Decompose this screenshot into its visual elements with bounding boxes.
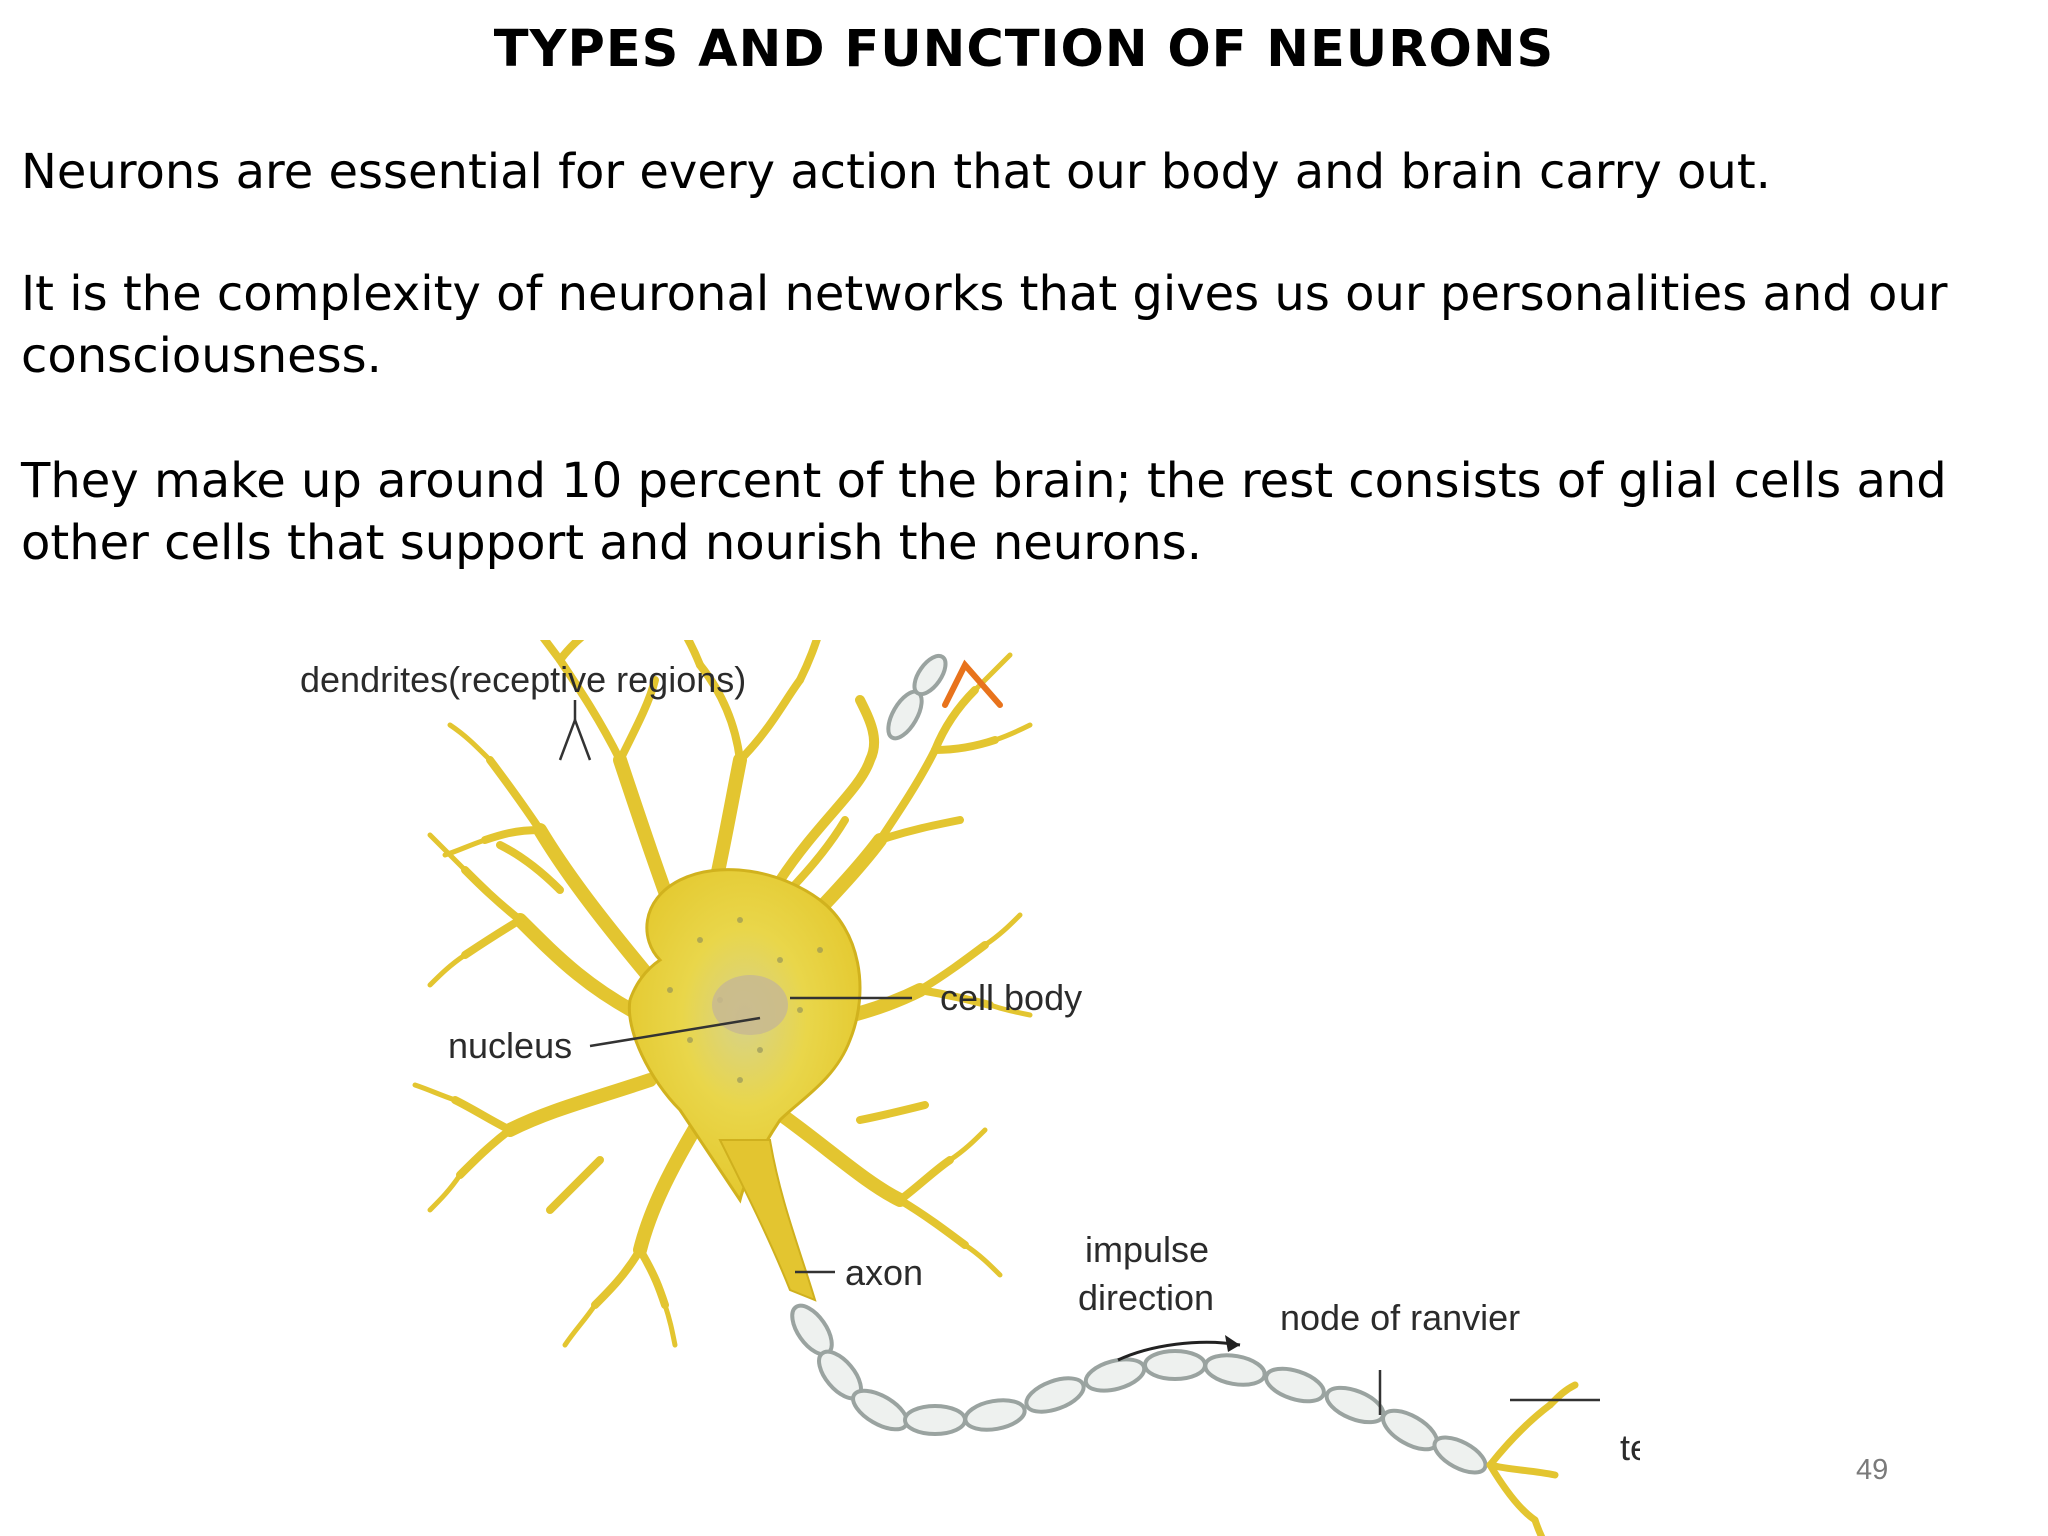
paragraph-2: It is the complexity of neuronal network… bbox=[21, 266, 1948, 384]
page-number: 49 bbox=[1856, 1454, 1889, 1486]
dendrites bbox=[412, 640, 1033, 1348]
node-of-ranvier-label: node of ranvier bbox=[1280, 1297, 1520, 1338]
myelin-sheath bbox=[790, 1303, 1488, 1475]
impulse-direction-arrow-icon bbox=[1117, 1335, 1241, 1362]
paragraph-1: Neurons are essential for every action t… bbox=[21, 144, 1771, 200]
nucleus-label: nucleus bbox=[448, 1025, 572, 1066]
signal-tip-icon bbox=[942, 659, 1003, 708]
axon-terminal-branches bbox=[1486, 1381, 1579, 1536]
axon-label: axon bbox=[845, 1252, 923, 1293]
axon-hillock bbox=[718, 1139, 817, 1302]
direction-label: direction bbox=[1078, 1277, 1214, 1318]
neuron-diagram: dendrites(receptive regions) cell body n… bbox=[300, 640, 1640, 1536]
upper-axon-branch bbox=[886, 653, 948, 741]
cell-body bbox=[627, 868, 862, 1204]
dendrites-label: dendrites(receptive regions) bbox=[300, 659, 746, 700]
axon-terminal-label-line2: terminal bbox=[1620, 1427, 1640, 1468]
leader-lines bbox=[558, 700, 1600, 1415]
slide-title: TYPES AND FUNCTION OF NEURONS bbox=[493, 20, 1555, 79]
paragraph-3: They make up around 10 percent of the br… bbox=[21, 453, 1947, 571]
nucleus bbox=[712, 975, 788, 1035]
cell-body-label: cell body bbox=[940, 977, 1082, 1018]
impulse-label: impulse bbox=[1085, 1229, 1209, 1270]
